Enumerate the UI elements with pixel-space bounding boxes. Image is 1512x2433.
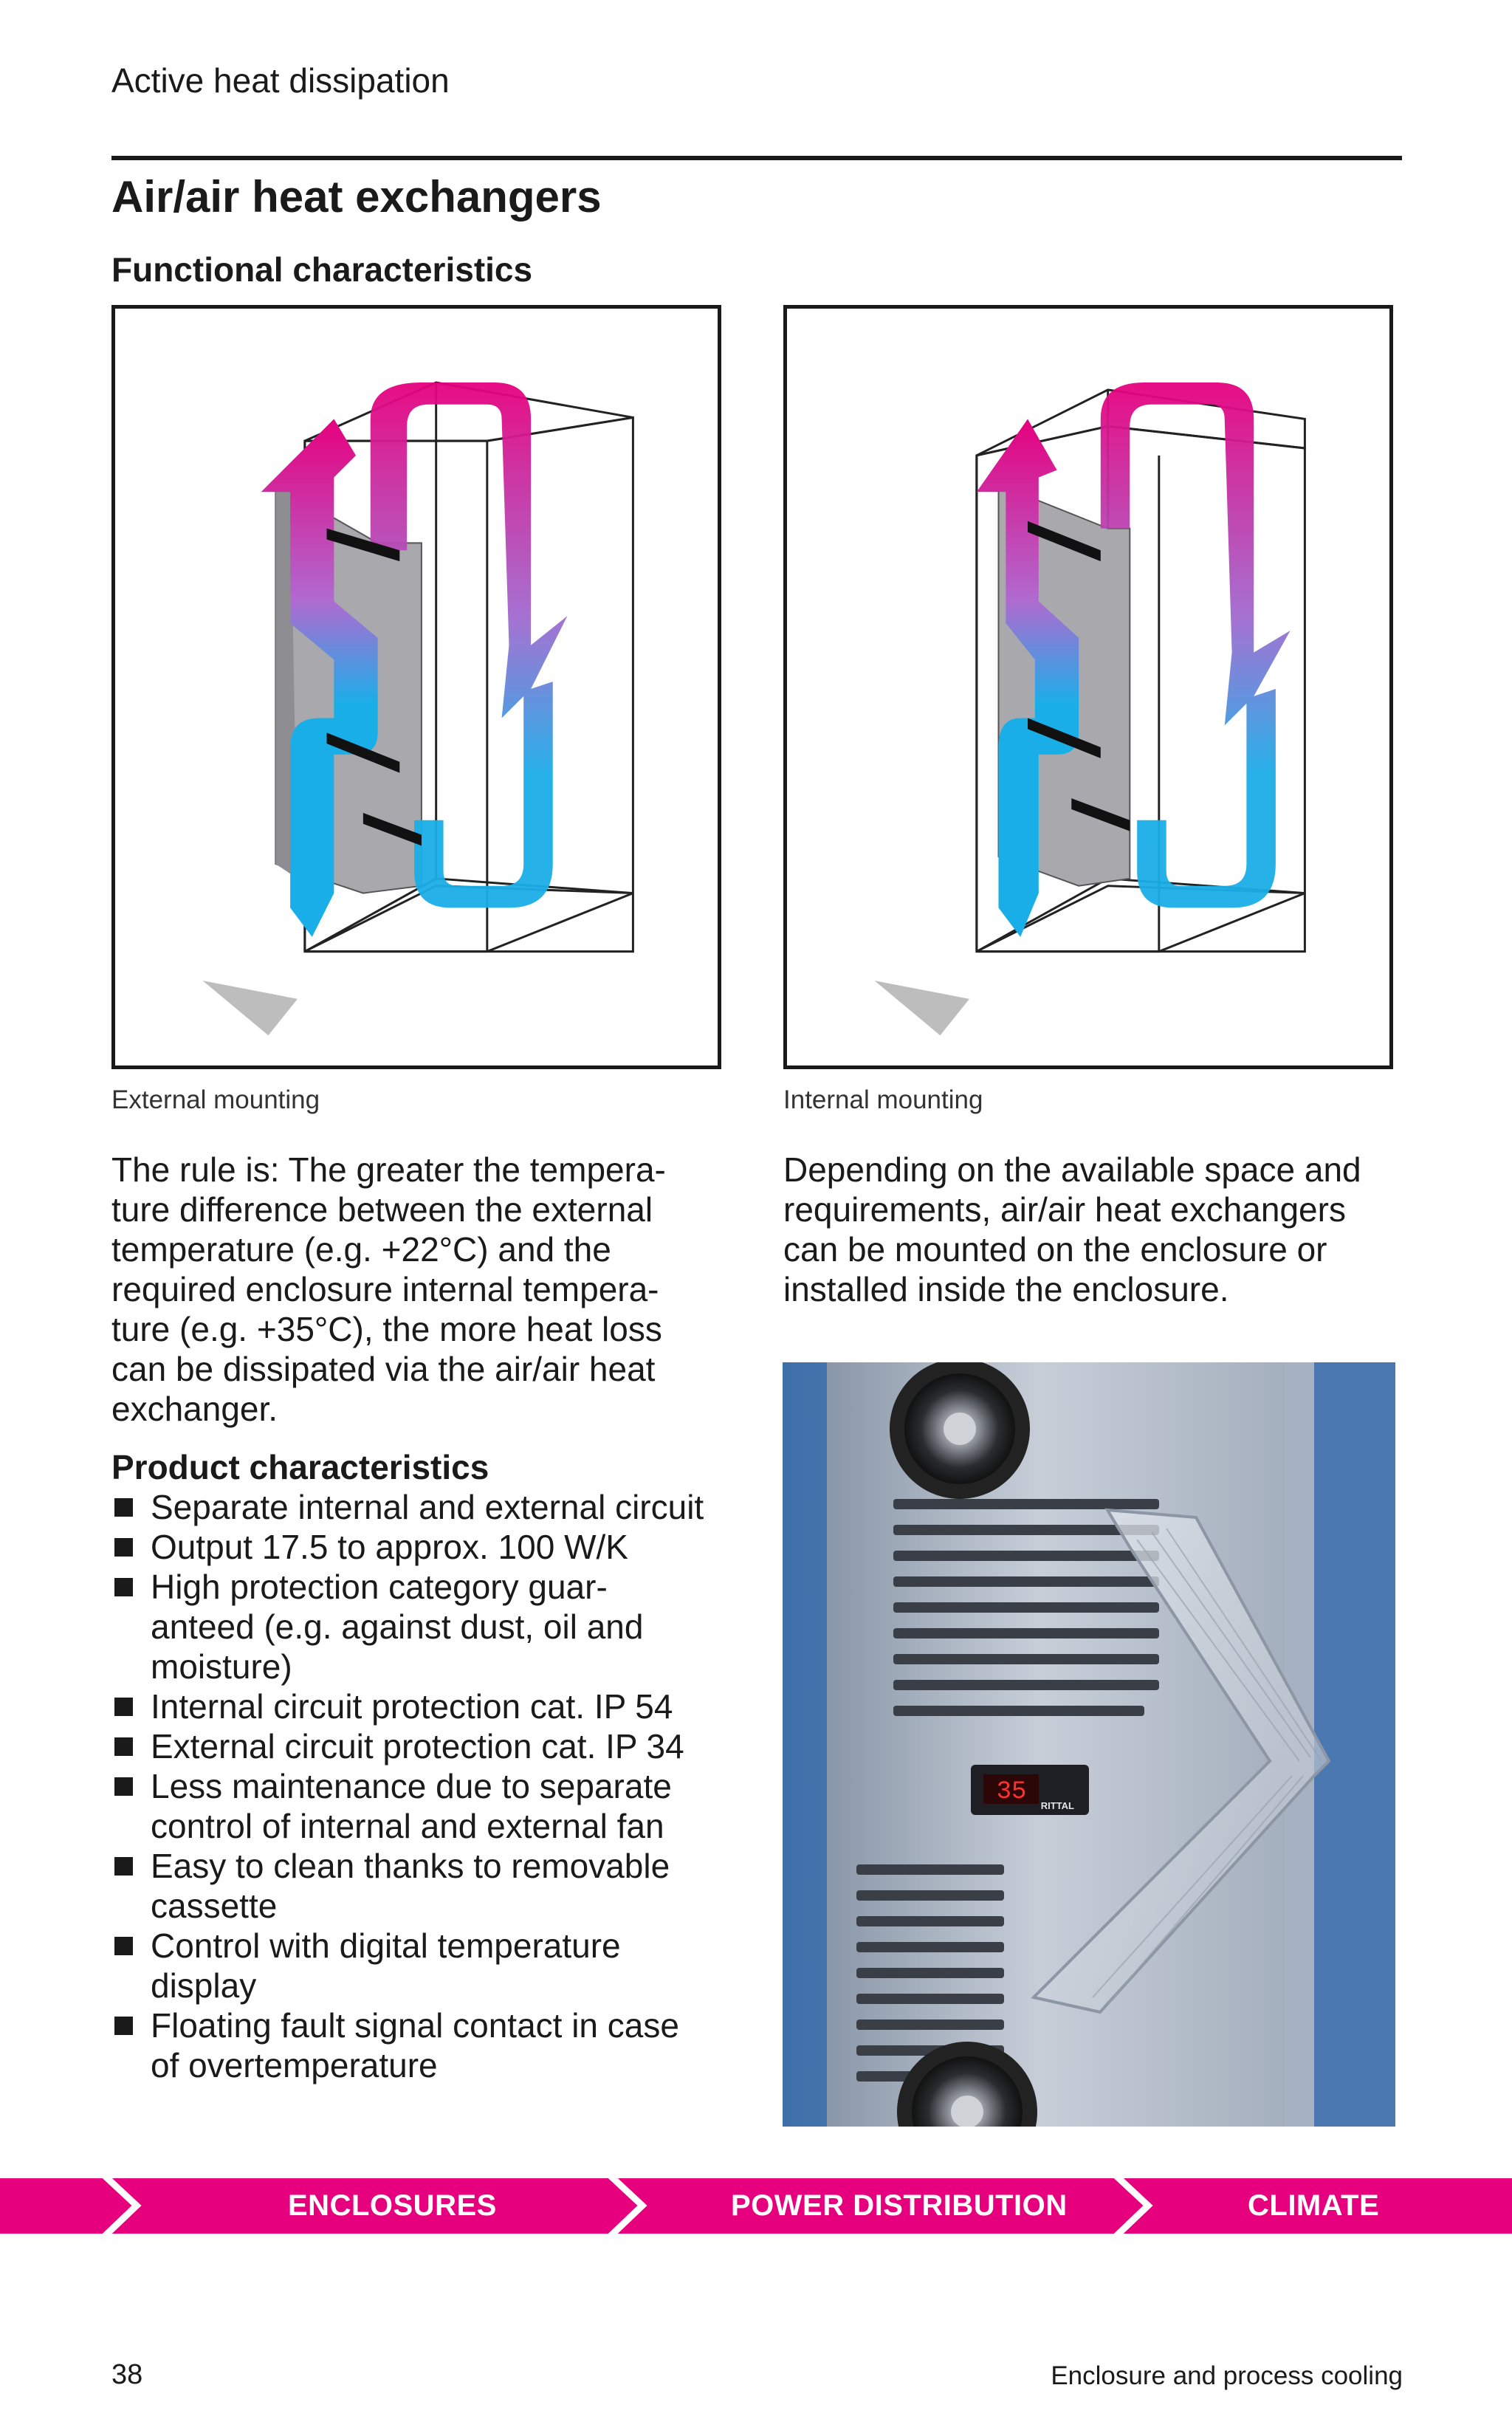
bullet-square-icon [114, 2017, 133, 2035]
product-characteristics-heading: Product characteristics [111, 1448, 489, 1486]
nav-power-distribution[interactable]: POWER DISTRIBUTION [731, 2189, 1068, 2222]
text-line: installed inside the enclosure. [783, 1270, 1229, 1308]
footer-title: Enclosure and process cooling [1051, 2361, 1403, 2390]
nav-chevrons [102, 2178, 1153, 2234]
subheading-functional: Functional characteristics [111, 250, 533, 289]
text-line: can be mounted on the enclosure or [783, 1230, 1327, 1269]
bullet-square-icon [114, 1857, 133, 1876]
text-line: can be dissipated via the air/air heat [111, 1350, 656, 1388]
external-mounting-illustration [202, 381, 634, 1036]
characteristic-line: control of internal and external fan [151, 1807, 664, 1845]
mounting-paragraph: Depending on the available space and req… [783, 1150, 1418, 1309]
characteristic-line: Less maintenance due to separate [151, 1767, 672, 1805]
characteristic-line: Floating fault signal contact in case [151, 2006, 679, 2045]
brand-label: RITTAL [1041, 1800, 1074, 1811]
text-line: The rule is: The greater the tempera- [111, 1150, 666, 1189]
characteristic-item: External circuit protection cat. IP 34 [111, 1726, 739, 1766]
characteristic-line: cassette [151, 1887, 278, 1925]
characteristic-line: moisture) [151, 1647, 292, 1686]
bullet-square-icon [114, 1498, 133, 1517]
text-line: required enclosure internal tempera- [111, 1270, 659, 1308]
display-value: 35 [997, 1778, 1027, 1806]
characteristic-item: Internal circuit protection cat. IP 54 [111, 1686, 739, 1726]
rule-paragraph: The rule is: The greater the tempera- tu… [111, 1150, 746, 1429]
caption-internal: Internal mounting [783, 1085, 983, 1114]
bottom-fan-icon [912, 2056, 1023, 2127]
diagram-internal-mounting [783, 305, 1393, 1069]
characteristic-line: display [151, 1966, 257, 2005]
page-title: Air/air heat exchangers [111, 172, 602, 222]
page-number: 38 [111, 2359, 143, 2390]
nav-enclosures[interactable]: ENCLOSURES [288, 2189, 497, 2222]
text-line: ture difference between the external [111, 1190, 653, 1229]
text-line: ture (e.g. +35°C), the more heat loss [111, 1310, 662, 1348]
characteristic-item: Separate internal and external circuit [111, 1487, 739, 1527]
header-rule [111, 156, 1402, 160]
characteristic-line: anteed (e.g. against dust, oil and [151, 1607, 644, 1646]
characteristic-line: of overtemperature [151, 2046, 438, 2084]
characteristic-line: External circuit protection cat. IP 34 [151, 1727, 684, 1765]
characteristic-line: Separate internal and external circuit [151, 1488, 704, 1526]
section-label: Active heat dissipation [111, 61, 450, 100]
text-line: requirements, air/air heat exchangers [783, 1190, 1346, 1229]
heat-exchanger-image: 35 RITTAL [783, 1362, 1395, 2127]
characteristic-line: Control with digital temperature [151, 1926, 621, 1965]
characteristic-item: Output 17.5 to approx. 100 W/K [111, 1527, 739, 1567]
bullet-square-icon [114, 1698, 133, 1716]
bullet-square-icon [114, 1777, 133, 1796]
bullet-square-icon [114, 1737, 133, 1756]
characteristic-line: High protection category guar- [151, 1568, 608, 1606]
text-line: Depending on the available space and [783, 1150, 1361, 1189]
text-line: exchanger. [111, 1390, 278, 1428]
nav-climate-control[interactable]: CLIMATE CONTROL [1248, 2189, 1397, 2277]
characteristic-item: High protection category guar-anteed (e.… [111, 1567, 739, 1686]
nav-bar: ENCLOSURES POWER DISTRIBUTION CLIMATE CO… [0, 2178, 1512, 2277]
diagram-external-mounting [111, 305, 721, 1069]
bullet-square-icon [114, 1578, 133, 1596]
internal-mounting-illustration [874, 382, 1306, 1036]
characteristic-line: Internal circuit protection cat. IP 54 [151, 1687, 673, 1726]
characteristic-line: Easy to clean thanks to removable [151, 1847, 670, 1885]
bullet-square-icon [114, 1538, 133, 1557]
bullet-square-icon [114, 1937, 133, 1955]
heat-exchanger-photo: 35 RITTAL [783, 1362, 1395, 2127]
text-line: temperature (e.g. +22°C) and the [111, 1230, 611, 1269]
caption-external: External mounting [111, 1085, 320, 1114]
characteristic-line: Output 17.5 to approx. 100 W/K [151, 1528, 628, 1566]
